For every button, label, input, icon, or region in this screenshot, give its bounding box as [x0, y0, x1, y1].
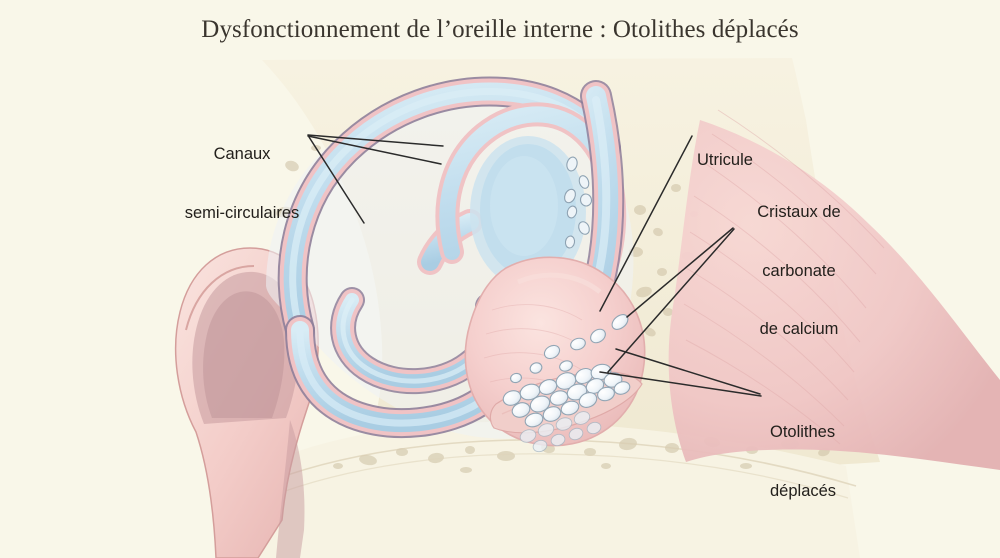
label-utricule: Utricule — [697, 112, 817, 210]
label-line-1: Otolithes — [770, 423, 836, 441]
outer-ear-pinna — [174, 247, 319, 558]
leader-canal-middle — [307, 135, 442, 165]
displaced-otoliths-in-utricle — [510, 314, 629, 384]
label-otolithes-deplaces: Otolithes déplacés — [770, 384, 890, 540]
semicircular-canal-superior-ring — [435, 102, 627, 326]
label-line-1: Canaux — [213, 145, 271, 163]
leader-otolithes-b — [599, 371, 762, 397]
label-cristaux-de-carbonate-de-calcium: Cristaux de carbonate de calcium — [740, 164, 858, 379]
label-line-2: semi-circulaires — [184, 203, 300, 222]
label-line-1: Cristaux de — [757, 203, 841, 221]
page-title: Dysfonctionnement de l’oreille interne :… — [201, 16, 799, 43]
otolith-crystals-subsurface — [519, 411, 602, 453]
label-line-2: déplacés — [770, 481, 837, 500]
tissue-striations — [683, 109, 885, 445]
leader-utricule — [599, 135, 693, 312]
label-line-3: de calcium — [759, 320, 839, 338]
label-line-1: Utricule — [697, 151, 753, 169]
leader-otolithes-a — [615, 348, 761, 395]
otolith-crystal-bed — [502, 363, 631, 428]
leader-canal-upper — [307, 134, 444, 147]
crystals-in-posterior-canal — [564, 156, 593, 249]
leader-lines — [307, 134, 762, 397]
label-canaux-semi-circulaires: Canaux semi-circulaires — [176, 106, 308, 262]
leader-canal-lower — [308, 136, 365, 224]
label-line-2: carbonate — [762, 261, 836, 280]
leader-cristaux-b — [607, 228, 735, 373]
leader-cristaux-a — [626, 227, 734, 318]
soft-tissue-region — [668, 109, 1000, 470]
